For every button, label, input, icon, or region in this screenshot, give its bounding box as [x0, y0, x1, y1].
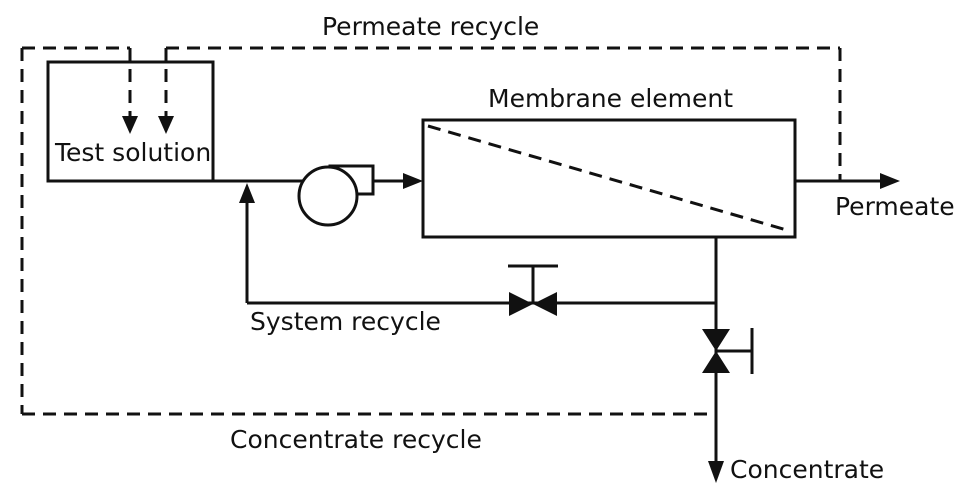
permeate-label: Permeate	[835, 192, 955, 221]
permeate-recycle-label: Permeate recycle	[322, 12, 539, 41]
system-recycle-valve-icon	[508, 264, 558, 316]
permeate-line	[795, 173, 900, 189]
concentrate-valve-icon	[702, 328, 754, 374]
system-recycle-arrow-icon	[239, 183, 255, 203]
pump-icon	[297, 164, 375, 227]
system-recycle-line	[239, 183, 716, 305]
system-recycle-label: System recycle	[250, 307, 441, 336]
concentrate-label: Concentrate	[730, 455, 884, 484]
permeate-arrow-icon	[880, 173, 900, 189]
concentrate-arrow-icon	[708, 461, 724, 483]
concentrate-recycle-label: Concentrate recycle	[230, 425, 482, 454]
concentrate-recycle-line	[20, 46, 716, 416]
permeate-recycle-arrow-icon	[158, 116, 174, 134]
membrane-element-box	[421, 118, 797, 239]
concentrate-recycle-arrow-icon	[122, 116, 138, 134]
feed-arrow-icon	[403, 173, 423, 189]
test-solution-label: Test solution	[54, 138, 211, 167]
membrane-element-label: Membrane element	[488, 84, 733, 113]
permeate-recycle-line	[158, 46, 842, 181]
